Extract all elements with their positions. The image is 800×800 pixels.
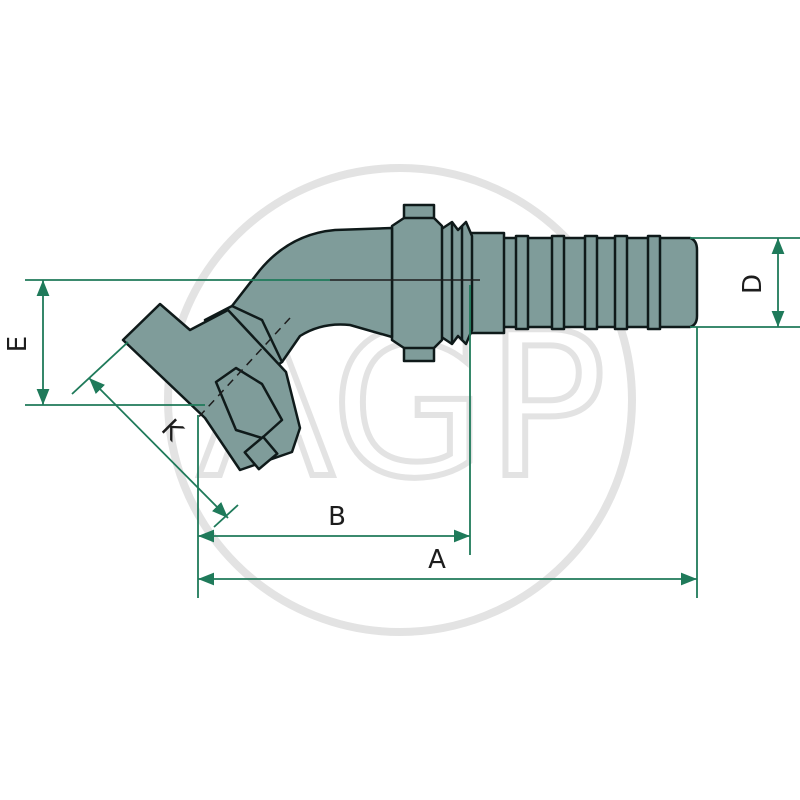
tail-rib-3 [583, 234, 599, 331]
ext-K-top [71, 341, 129, 395]
hose-tail [498, 236, 699, 329]
tail-collar [468, 231, 506, 335]
hex-nut [390, 203, 444, 363]
tail-rib-5 [646, 234, 662, 331]
thread-ring [438, 220, 474, 346]
flange-bolt-hole [243, 435, 279, 471]
tail-rib-4 [613, 234, 629, 331]
tail-rib-1 [514, 234, 530, 331]
label-D: D [738, 274, 768, 294]
dim-K [88, 377, 229, 519]
label-E: E [3, 336, 33, 352]
flange-detail [214, 366, 284, 440]
tail-rib-2 [550, 234, 566, 331]
label-B: B [328, 502, 346, 532]
label-A: A [428, 545, 446, 575]
hose-fitting [121, 203, 699, 472]
dimension-lines [25, 237, 800, 598]
